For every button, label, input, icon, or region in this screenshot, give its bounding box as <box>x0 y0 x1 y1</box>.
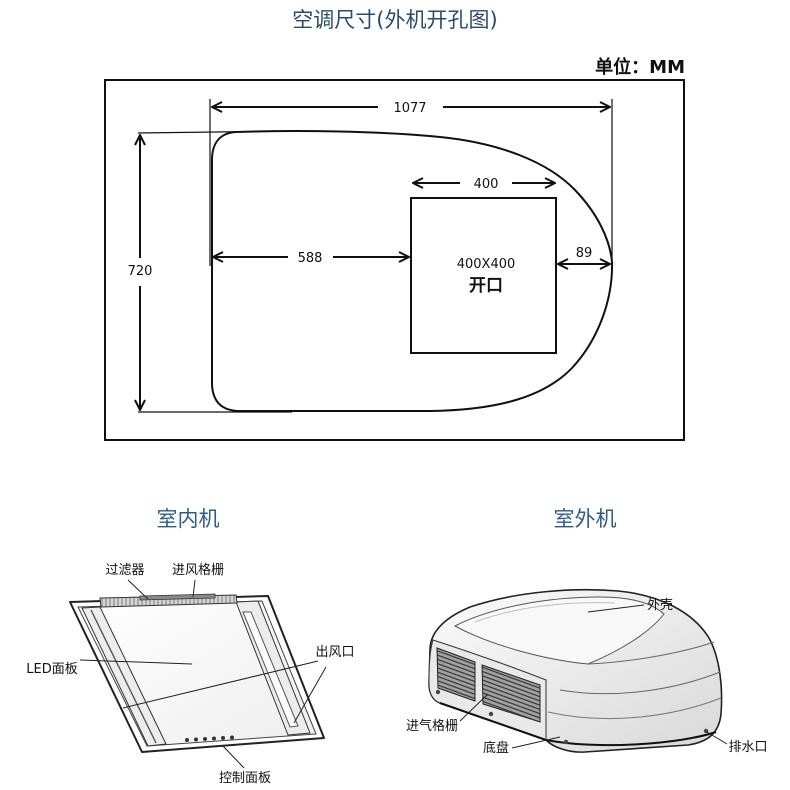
diagram-frame <box>104 79 685 441</box>
opening-label: 开口 <box>469 276 503 296</box>
outdoor-shell-rib <box>559 671 721 695</box>
outdoor-label-shell: 外壳 <box>647 598 673 613</box>
outdoor-top-panel <box>453 596 665 665</box>
control-button <box>203 737 207 741</box>
cutout-diagram: 1077 720 400X400 开口 400 588 89 <box>104 79 685 441</box>
indoor-unit-heading: 室内机 <box>157 507 220 531</box>
outdoor-label-chassis: 底盘 <box>483 740 509 756</box>
leader-air-outlet-left <box>122 660 319 709</box>
indoor-right-outlet-slot <box>242 611 299 728</box>
outdoor-label-intake-grille: 进气格栅 <box>406 718 458 734</box>
outdoor-unit-heading: 室外机 <box>554 507 617 531</box>
indoor-label-filter: 过滤器 <box>105 563 144 578</box>
indoor-left-outlet-slot <box>90 609 157 744</box>
dim-left-offset-label: 588 <box>298 251 323 266</box>
outdoor-shell-rib <box>547 697 722 720</box>
leader-shell <box>587 604 645 613</box>
control-button <box>194 737 198 742</box>
control-button <box>230 735 234 740</box>
indoor-unit-illustration: 过滤器 进风格栅 LED面板 出风口 控制面板 <box>26 562 354 786</box>
unit-outline <box>211 130 614 412</box>
outdoor-mount-screw <box>488 711 494 717</box>
opening-size-label: 400X400 <box>457 257 516 272</box>
page-title: 空调尺寸(外机开孔图) <box>292 8 497 32</box>
leader-filter <box>127 579 149 600</box>
dim-length-label: 1077 <box>393 101 426 116</box>
outdoor-intake-grille-right <box>481 664 541 723</box>
dim-width-label: 720 <box>128 264 153 279</box>
control-panel-buttons <box>185 735 234 742</box>
control-button <box>185 738 189 742</box>
outdoor-mount-screw <box>563 739 569 745</box>
leader-drain-outlet <box>706 731 728 745</box>
indoor-label-air-outlet: 出风口 <box>315 645 354 660</box>
outdoor-chassis-edge <box>439 702 717 747</box>
outdoor-shell-rib <box>587 641 715 665</box>
dim-right-offset-label: 89 <box>576 246 593 261</box>
control-button <box>212 736 216 741</box>
outdoor-label-drain-outlet: 排水口 <box>728 740 767 755</box>
indoor-label-control-panel: 控制面板 <box>219 771 271 786</box>
outdoor-intake-grille-left <box>436 647 476 702</box>
leader-intake-grille <box>192 579 196 598</box>
leader-outdoor-intake-grille <box>459 693 489 722</box>
leader-control-panel <box>221 744 245 769</box>
extension-line-top <box>137 130 293 134</box>
leader-air-outlet-right <box>293 666 327 724</box>
outdoor-unit-illustration: 外壳 进气格栅 底盘 排水口 <box>406 588 768 756</box>
dim-opening-label: 400 <box>474 177 499 192</box>
unit-label: 单位：MM <box>595 56 685 78</box>
control-button <box>221 736 225 740</box>
outdoor-mount-screw <box>435 689 441 695</box>
indoor-label-intake-grille: 进风格栅 <box>172 562 224 578</box>
opening-square <box>410 197 557 354</box>
outdoor-top-highlight <box>474 602 616 623</box>
leader-chassis <box>511 736 561 749</box>
leader-led-panel <box>79 659 193 665</box>
indoor-label-led-panel: LED面板 <box>26 662 77 677</box>
indoor-intake-grille-raised <box>139 593 216 601</box>
